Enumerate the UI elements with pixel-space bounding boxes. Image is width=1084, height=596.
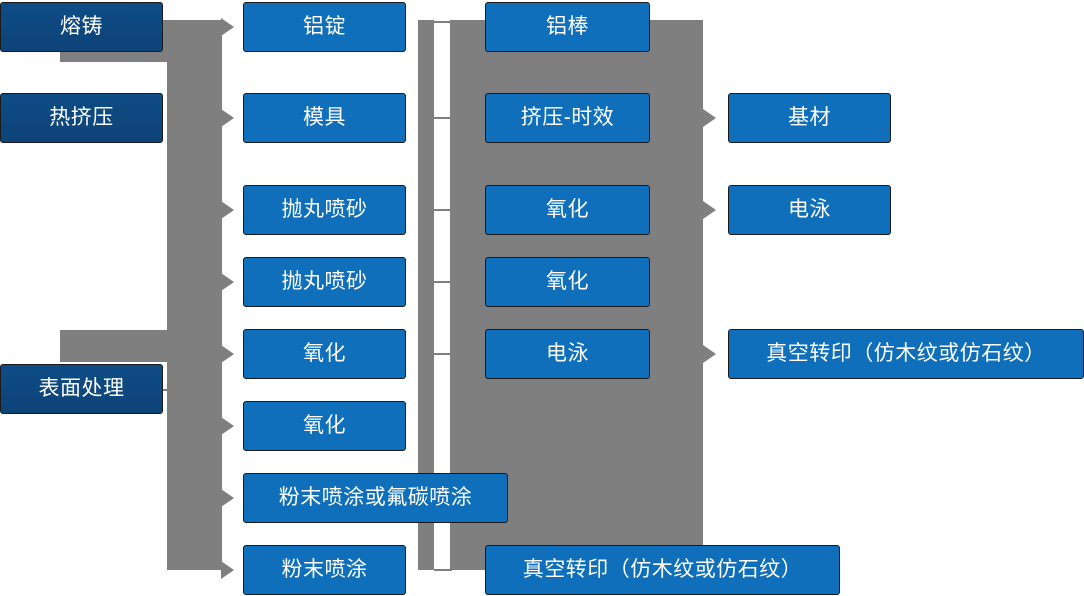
tie-line-1 [434, 21, 452, 23]
process-node-mold-label: 模具 [303, 106, 346, 130]
process-node-powder-coating[interactable]: 粉末喷涂 [243, 545, 406, 595]
output-node-vacuum-transfer[interactable]: 真空转印（仿木纹或仿石纹） [728, 329, 1084, 379]
treatment-node-aluminum-bar-label: 铝棒 [546, 15, 589, 39]
connector-surface-treatment-line [163, 389, 185, 391]
connector-stage-trunk [167, 20, 222, 570]
arrow-to-proc-2 [221, 109, 234, 127]
treatment-node-electrophoresis-label: 电泳 [546, 342, 589, 366]
treatment-node-vacuum-transfer[interactable]: 真空转印（仿木纹或仿石纹） [485, 545, 840, 595]
arrow-to-proc-1 [221, 18, 234, 36]
process-node-shot-blasting-1-label: 抛丸喷砂 [281, 198, 368, 222]
stage-node-hot-extrusion[interactable]: 热挤压 [0, 93, 163, 143]
stage-node-melting[interactable]: 熔铸 [0, 2, 163, 52]
process-node-shot-blasting-1[interactable]: 抛丸喷砂 [243, 185, 406, 235]
output-node-base-material-label: 基材 [788, 106, 831, 130]
arrow-to-proc-8 [221, 561, 234, 579]
process-node-powder-coating-label: 粉末喷涂 [281, 558, 368, 582]
process-node-oxidation-2-label: 氧化 [303, 414, 346, 438]
process-node-shot-blasting-2-label: 抛丸喷砂 [281, 270, 368, 294]
tie-line-2 [434, 117, 452, 119]
process-node-aluminum-ingot[interactable]: 铝锭 [243, 2, 406, 52]
treatment-node-oxidation-2[interactable]: 氧化 [485, 257, 650, 307]
output-node-base-material[interactable]: 基材 [728, 93, 891, 143]
process-node-powder-or-fluorocarbon-coating-label: 粉末喷涂或氟碳喷涂 [278, 486, 473, 510]
treatment-node-vacuum-transfer-label: 真空转印（仿木纹或仿石纹） [522, 558, 803, 582]
output-node-electrophoresis-label: 电泳 [788, 198, 831, 222]
arrow-to-out-2 [703, 201, 716, 219]
tie-line-4 [434, 281, 452, 283]
arrow-to-out-1 [703, 109, 716, 127]
process-node-oxidation-1-label: 氧化 [303, 342, 346, 366]
treatment-node-oxidation-1[interactable]: 氧化 [485, 185, 650, 235]
connector-stage-stub-mid [60, 330, 170, 362]
process-node-oxidation-1[interactable]: 氧化 [243, 329, 406, 379]
treatment-node-aluminum-bar[interactable]: 铝棒 [485, 2, 650, 52]
arrow-to-proc-3 [221, 201, 234, 219]
stage-node-surface-treatment[interactable]: 表面处理 [0, 364, 163, 414]
tie-line-5 [434, 353, 452, 355]
stage-node-hot-extrusion-label: 热挤压 [49, 106, 114, 130]
process-node-aluminum-ingot-label: 铝锭 [303, 15, 346, 39]
arrow-to-proc-6 [221, 417, 234, 435]
stage-node-melting-label: 熔铸 [60, 15, 103, 39]
process-node-powder-or-fluorocarbon-coating[interactable]: 粉末喷涂或氟碳喷涂 [243, 473, 508, 523]
process-node-mold[interactable]: 模具 [243, 93, 406, 143]
tie-line-3 [434, 209, 452, 211]
treatment-node-extrusion-aging[interactable]: 挤压-时效 [485, 93, 650, 143]
arrow-to-out-3 [703, 345, 716, 363]
stage-node-surface-treatment-label: 表面处理 [38, 377, 125, 401]
treatment-node-oxidation-2-label: 氧化 [546, 270, 589, 294]
process-node-oxidation-2[interactable]: 氧化 [243, 401, 406, 451]
arrow-to-proc-5 [221, 345, 234, 363]
connector-process-rail [418, 20, 434, 570]
treatment-node-extrusion-aging-label: 挤压-时效 [520, 106, 615, 130]
arrow-to-proc-4 [221, 273, 234, 291]
arrow-to-proc-7 [221, 489, 234, 507]
treatment-node-oxidation-1-label: 氧化 [546, 198, 589, 222]
output-node-vacuum-transfer-label: 真空转印（仿木纹或仿石纹） [766, 342, 1046, 366]
output-node-electrophoresis[interactable]: 电泳 [728, 185, 891, 235]
process-node-shot-blasting-2[interactable]: 抛丸喷砂 [243, 257, 406, 307]
treatment-node-electrophoresis[interactable]: 电泳 [485, 329, 650, 379]
tie-line-6 [434, 569, 452, 571]
